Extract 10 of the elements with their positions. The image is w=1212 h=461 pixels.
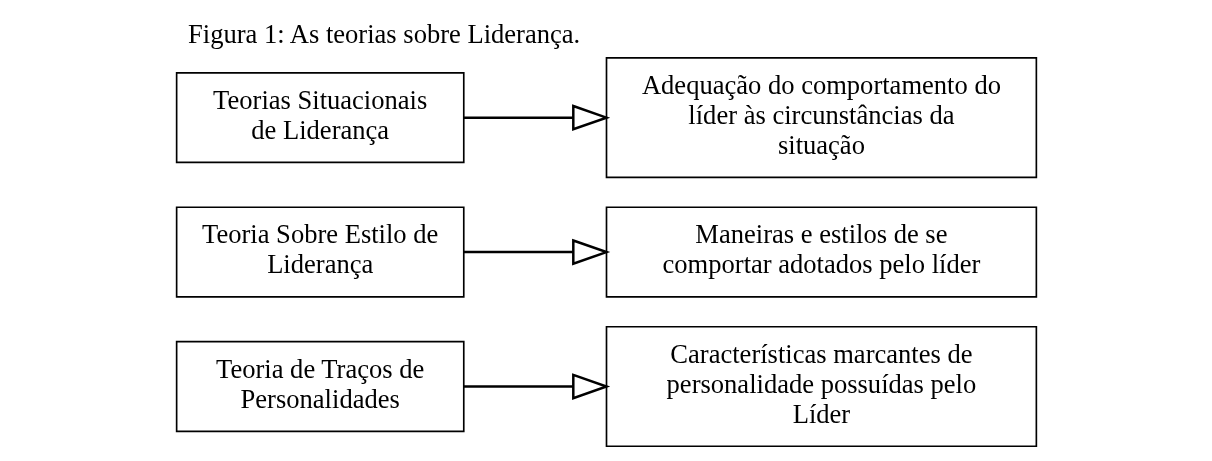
diagram-title: Figura 1: As teorias sobre Liderança. — [187, 18, 580, 49]
arrow — [463, 238, 610, 266]
arrow — [463, 104, 610, 131]
node-box: Teoria de Traços de Personalidades — [175, 340, 465, 433]
node-box: Teoria Sobre Estilo de Liderança — [175, 206, 465, 298]
arrow — [463, 373, 610, 400]
node-box: Teorias Situacionais de Liderança — [175, 72, 465, 164]
node-box: Adequação do comportamento do líder às circunstâncias da situação — [605, 57, 1037, 179]
node-box: Maneiras e estilos de se comportar adotados pelo líder — [605, 206, 1037, 298]
node-box: Características marcantes de personalidade possuídas pelo Líder — [605, 325, 1037, 448]
